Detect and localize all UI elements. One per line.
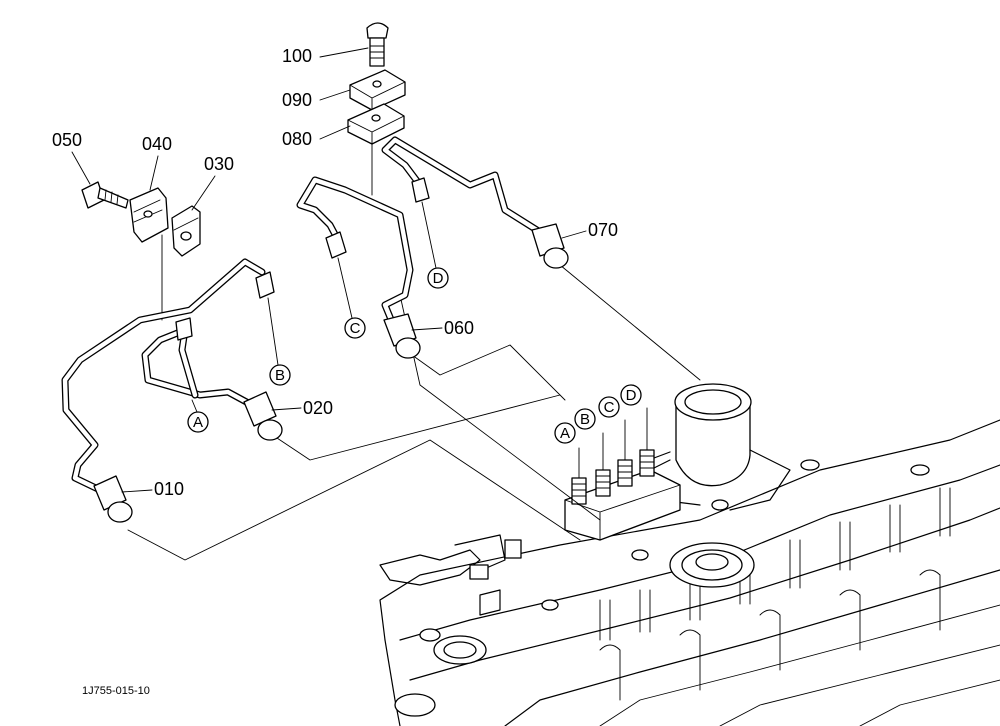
clamp-plate-040 — [129, 187, 169, 243]
injection-pipe-060 — [296, 176, 414, 326]
pipe-end-nut-070 — [531, 223, 569, 269]
svg-text:C: C — [604, 399, 615, 416]
injection-pipe-070 — [381, 136, 544, 236]
pipe-end-nut-010 — [93, 475, 133, 523]
marker-d-nozzle: D — [620, 384, 642, 406]
part-labels: 100 090 080 050 040 030 070 060 — [52, 46, 618, 499]
svg-text:090: 090 — [282, 90, 312, 110]
svg-text:A: A — [560, 425, 570, 442]
svg-text:B: B — [580, 411, 590, 428]
injection-nozzles — [571, 407, 671, 505]
clamp-plate-090 — [349, 69, 406, 111]
svg-text:030: 030 — [204, 154, 234, 174]
label-020: 020 — [271, 398, 333, 418]
svg-text:C: C — [350, 320, 361, 337]
svg-text:A: A — [193, 414, 203, 431]
svg-text:040: 040 — [142, 134, 172, 154]
drawing-code: 1J755-015-10 — [82, 685, 150, 697]
marker-c-pipe: C — [337, 257, 366, 339]
clamp-holder-080 — [347, 103, 405, 145]
marker-a-nozzle: A — [554, 422, 576, 444]
label-030: 030 — [191, 154, 234, 211]
label-080: 080 — [282, 125, 351, 149]
pipe-end-nut-020 — [243, 391, 283, 441]
label-010: 010 — [121, 479, 184, 499]
nozzle-b — [595, 432, 611, 497]
svg-text:080: 080 — [282, 129, 312, 149]
marker-d-pipe: D — [421, 201, 449, 289]
clamp-holder-030 — [171, 205, 201, 257]
svg-text:050: 050 — [52, 130, 82, 150]
nozzle-a — [571, 447, 587, 505]
svg-text:100: 100 — [282, 46, 312, 66]
engine-block — [379, 383, 1000, 726]
label-050: 050 — [52, 130, 91, 185]
marker-c-nozzle: C — [598, 396, 620, 418]
label-100: 100 — [282, 46, 369, 66]
svg-text:010: 010 — [154, 479, 184, 499]
svg-text:020: 020 — [303, 398, 333, 418]
label-070: 070 — [561, 220, 618, 240]
nozzle-d — [639, 407, 671, 477]
marker-b-nozzle: B — [574, 408, 596, 430]
injection-pipe-010 — [61, 258, 266, 494]
svg-text:D: D — [433, 270, 444, 287]
svg-text:B: B — [275, 367, 285, 384]
svg-text:D: D — [626, 387, 637, 404]
injection-pipe-020 — [141, 326, 256, 409]
pipe-end-nut-060 — [383, 313, 421, 359]
marker-a-pipe: A — [187, 399, 209, 433]
label-040: 040 — [142, 134, 172, 191]
marker-b-pipe: B — [267, 297, 291, 386]
nozzle-c — [617, 419, 633, 487]
svg-text:070: 070 — [588, 220, 618, 240]
connection-markers: A B C D A B C D — [187, 201, 642, 444]
pipe-fittings — [175, 177, 430, 341]
label-090: 090 — [282, 89, 351, 110]
svg-text:060: 060 — [444, 318, 474, 338]
clamp-bolt-100 — [366, 22, 389, 67]
clamp-bolt-050 — [81, 181, 129, 209]
label-060: 060 — [411, 318, 474, 338]
assembly-lines — [127, 139, 701, 561]
